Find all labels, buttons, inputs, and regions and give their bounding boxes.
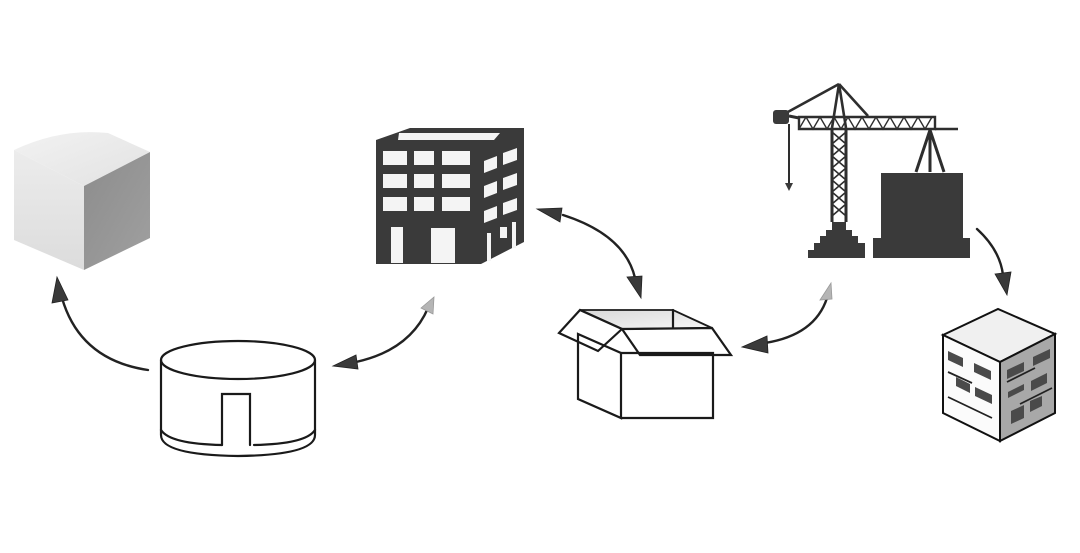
- arrow-silo-office-bidirectional: [331, 296, 435, 370]
- tower-crane-icon: [773, 82, 970, 258]
- cube-icon: [14, 132, 150, 270]
- open-box-icon: [557, 308, 734, 420]
- isometric-building-icon: [940, 307, 1058, 443]
- arrow-office-box-bidirectional: [535, 207, 643, 300]
- arrow-box-crane-bidirectional: [740, 281, 833, 354]
- arrow-silo-to-cube: [51, 275, 150, 372]
- arrow-crane-to-finished-building: [975, 227, 1012, 297]
- cylinder-silo-icon: [159, 339, 317, 458]
- office-building-icon: [376, 128, 524, 264]
